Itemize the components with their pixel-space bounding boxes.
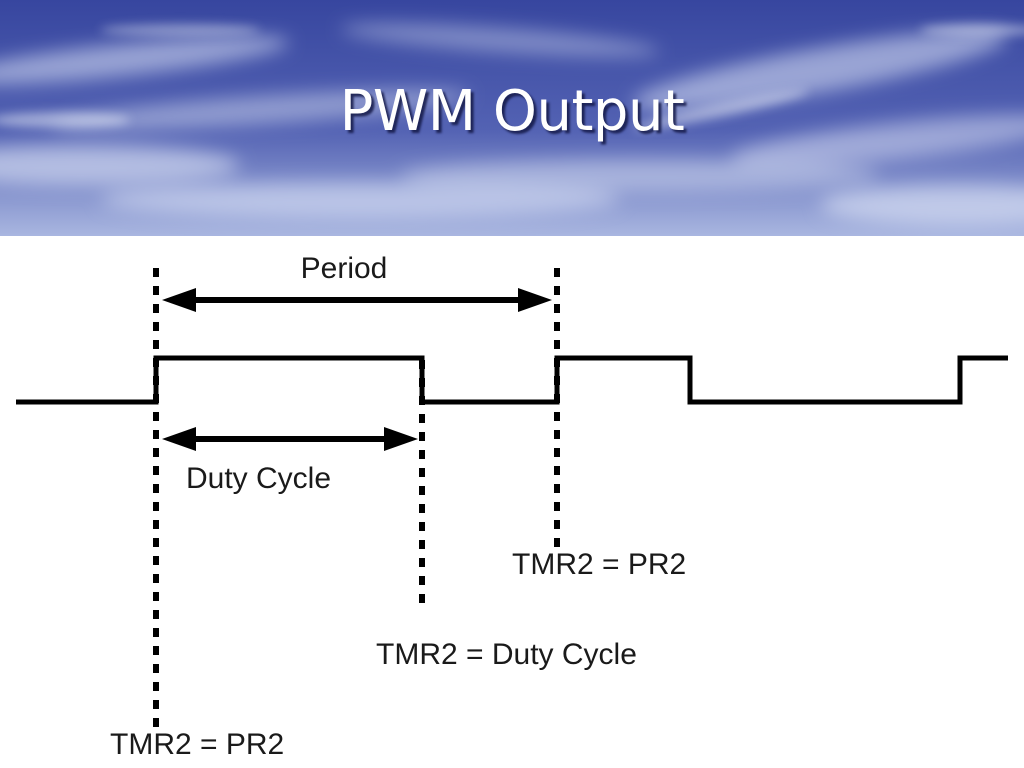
tmr2-pr2-label-second: TMR2 = PR2 — [512, 548, 686, 581]
sky-header-background — [0, 0, 1024, 236]
tmr2-pr2-label-first: TMR2 = PR2 — [110, 728, 284, 761]
slide-title: PWM Output — [339, 79, 685, 144]
pwm-timing-diagram: Period Duty Cycle TMR2 = PR2 TMR2 = Duty… — [0, 236, 1024, 768]
pwm-waveform — [16, 355, 1008, 405]
tmr2-duty-cycle-label: TMR2 = Duty Cycle — [376, 638, 637, 671]
period-arrow — [162, 288, 552, 312]
duty-cycle-label: Duty Cycle — [186, 462, 331, 495]
period-label: Period — [301, 252, 388, 285]
duty-cycle-arrow — [162, 427, 418, 451]
